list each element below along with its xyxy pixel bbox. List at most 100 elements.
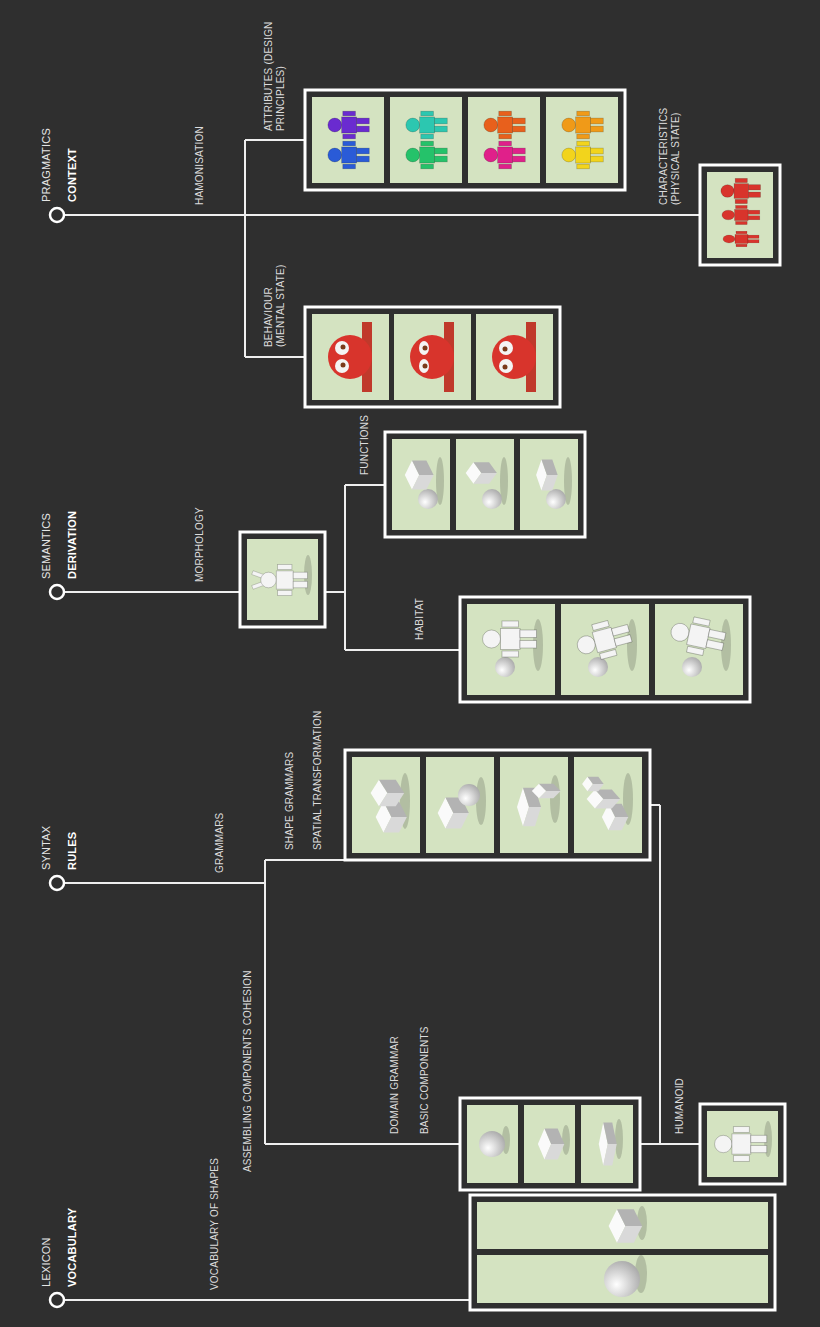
image-tile	[524, 1105, 575, 1183]
creature-pupil	[341, 345, 346, 350]
image-tile	[467, 604, 555, 695]
humanoid-figure	[261, 564, 308, 595]
colored-figure	[721, 178, 761, 203]
image-panel	[470, 1195, 775, 1310]
branch-label: HUMANOID	[674, 1078, 686, 1134]
branch-label: BASIC COMPONENTS	[419, 1026, 431, 1134]
sphere-shape	[588, 657, 608, 677]
image-tile	[561, 604, 649, 695]
box-shape	[371, 780, 405, 806]
image-tile	[574, 757, 642, 853]
image-tile	[707, 1111, 778, 1177]
image-tile	[520, 439, 578, 530]
tier-ring	[50, 585, 64, 599]
creature-eye	[499, 359, 513, 373]
creature-pupil	[503, 347, 508, 352]
image-panel	[460, 597, 750, 702]
sphere-shape	[482, 489, 502, 509]
sphere-shape	[604, 1261, 640, 1297]
creature-eye	[335, 341, 349, 355]
sphere-shape	[458, 784, 480, 806]
image-panel	[305, 90, 625, 190]
colored-figure	[484, 141, 525, 169]
tier-name: PRAGMATICS	[40, 128, 53, 202]
branch-label: DOMAIN GRAMMAR	[389, 1036, 401, 1134]
image-panel	[700, 1104, 785, 1184]
colored-figure	[406, 141, 447, 169]
shadow	[550, 775, 560, 823]
colored-figure	[406, 111, 447, 139]
image-tile	[352, 757, 420, 853]
creature-body	[328, 335, 372, 379]
tier-name: SEMANTICS	[40, 513, 53, 579]
creature-pupil	[341, 363, 346, 368]
box-shape	[536, 459, 558, 490]
tier-ring	[50, 876, 64, 890]
creature-pupil	[503, 365, 508, 370]
branch-label: SHAPE GRAMMARS	[284, 752, 296, 850]
branch-label: MORPHOLOGY	[194, 507, 206, 582]
image-tile	[546, 97, 618, 183]
image-tile	[312, 97, 384, 183]
image-tile	[390, 97, 462, 183]
image-tile	[426, 757, 494, 853]
tier-concept: RULES	[66, 832, 79, 870]
tier-concept: CONTEXT	[66, 148, 79, 202]
humanoid-figure	[715, 1127, 767, 1162]
shadow	[627, 619, 637, 671]
branch-label: HAMONISATION	[194, 126, 206, 205]
colored-figure	[328, 141, 369, 169]
branch-label: SPATIAL TRANSFORMATION	[312, 711, 324, 850]
tier-concept: VOCABULARY	[66, 1208, 79, 1287]
image-panel	[460, 1098, 640, 1190]
image-tile	[476, 314, 553, 400]
tier-ring	[50, 1293, 64, 1307]
shadow	[562, 1125, 570, 1155]
tier-ring	[50, 208, 64, 222]
box-shape	[466, 462, 497, 484]
branch-label: BEHAVIOUR (MENTAL STATE)	[263, 264, 287, 347]
image-panel	[240, 532, 325, 627]
creature-eye	[419, 359, 429, 373]
humanoid-figure	[573, 616, 634, 665]
colored-figure	[562, 111, 603, 139]
humanoid-figure	[483, 621, 537, 657]
branch-label: FUNCTIONS	[359, 415, 371, 475]
image-tile	[655, 604, 743, 695]
creature-body	[492, 335, 536, 379]
image-tile	[477, 1255, 768, 1303]
image-tile	[312, 314, 389, 400]
image-tile	[467, 1105, 518, 1183]
image-tile	[707, 172, 773, 258]
branch-label: GRAMMARS	[214, 813, 226, 874]
humanoid-figure	[667, 613, 727, 659]
image-tile	[468, 97, 540, 183]
image-tile	[247, 539, 318, 620]
colored-figure	[328, 111, 369, 139]
branch-label: HABITAT	[414, 598, 426, 640]
cube-shape	[609, 1209, 643, 1243]
creature-pupil	[423, 364, 428, 369]
shadow	[615, 1119, 623, 1159]
creature-body	[410, 335, 454, 379]
colored-figure	[562, 141, 603, 169]
sphere-shape	[546, 489, 566, 509]
tree-line	[64, 1299, 470, 1301]
branch-label: ASSEMBLING COMPONENTS COHESION	[242, 970, 254, 1172]
image-tile	[456, 439, 514, 530]
sphere-shape	[495, 657, 515, 677]
creature-eye	[499, 341, 513, 355]
colored-figure	[484, 111, 525, 139]
image-panel	[345, 750, 650, 860]
box-shape	[582, 777, 604, 791]
image-tile	[581, 1105, 633, 1183]
plank-shape	[599, 1122, 617, 1165]
box-shape	[587, 789, 621, 808]
image-tile	[500, 757, 568, 853]
sphere-shape	[418, 489, 438, 509]
image-panel	[700, 165, 780, 265]
box-shape	[405, 461, 434, 490]
